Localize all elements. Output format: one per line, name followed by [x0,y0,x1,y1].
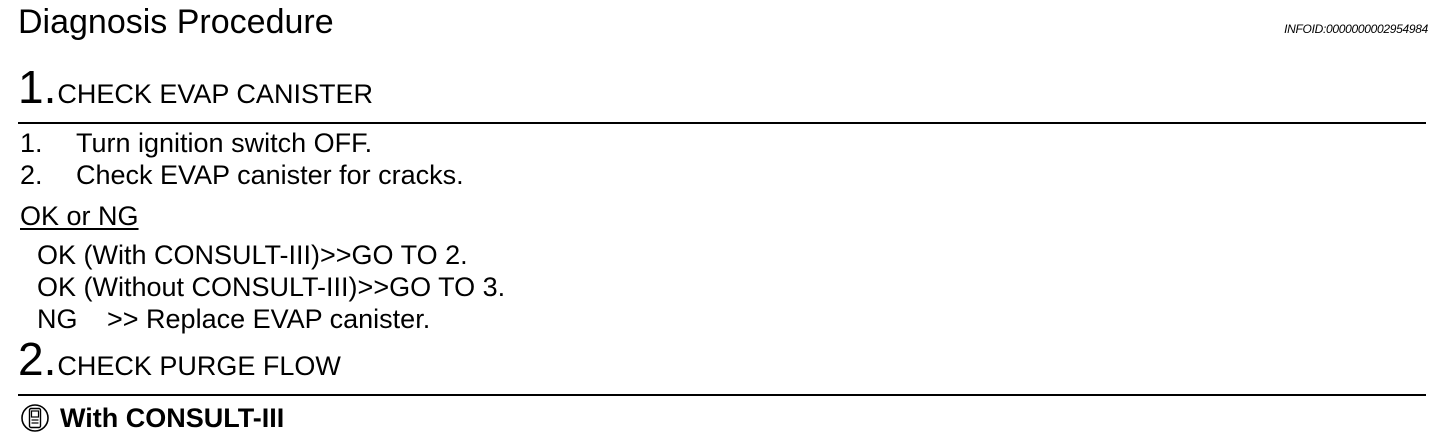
result-ng-text: >> Replace EVAP canister. [107,304,431,334]
step-2-heading: 2.CHECK PURGE FLOW [18,336,341,382]
step-1-number: 1. [18,61,57,113]
step-2-divider [18,394,1426,396]
list-item-text: Check EVAP canister for cracks. [76,160,464,190]
result-ng: NG >> Replace EVAP canister. [37,304,430,335]
result-ng-label: NG [37,304,78,334]
list-item-number: 2. [20,160,43,190]
page-title: Diagnosis Procedure [18,3,334,41]
list-item-number: 1. [20,128,43,158]
list-item-text: Turn ignition switch OFF. [76,128,373,158]
list-item: 2. Check EVAP canister for cracks. [20,160,464,191]
step-1-title: CHECK EVAP CANISTER [57,79,373,109]
step-1-divider [18,122,1426,124]
with-consult-label-row: With CONSULT-III [20,400,284,436]
result-heading: OK or NG [20,201,139,231]
step-1-heading: 1.CHECK EVAP CANISTER [18,64,373,110]
result-ok-without-consult: OK (Without CONSULT-III)>>GO TO 3. [37,272,506,302]
consult-tool-icon [20,403,50,433]
info-id: INFOID:0000000002954984 [1284,22,1428,36]
step-2-title: CHECK PURGE FLOW [57,351,341,381]
step-2-number: 2. [18,333,57,385]
result-ok-with-consult: OK (With CONSULT-III)>>GO TO 2. [37,240,468,270]
list-item: 1. Turn ignition switch OFF. [20,128,372,159]
with-consult-label: With CONSULT-III [60,403,285,433]
